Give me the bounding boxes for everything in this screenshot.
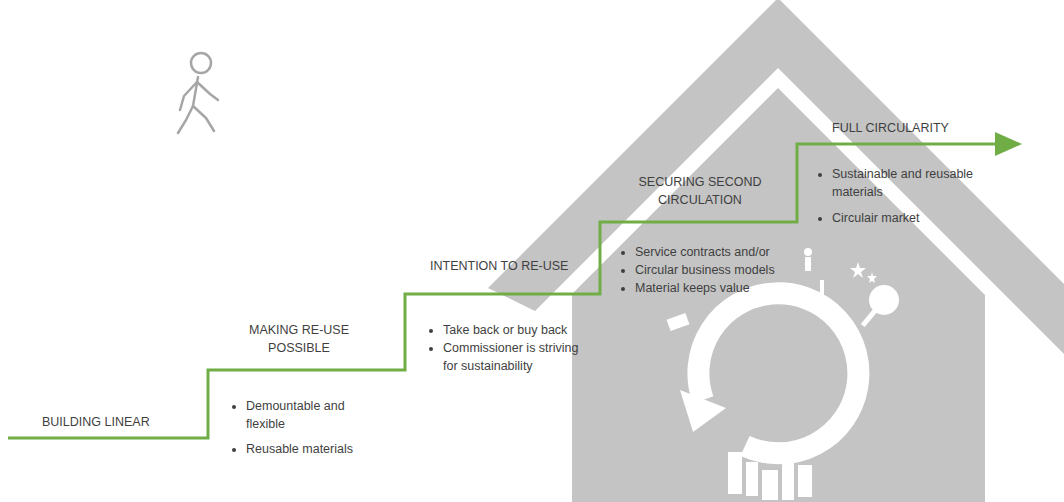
house-body: [572, 88, 985, 502]
stage-heading: MAKING RE-USE POSSIBLE: [229, 321, 369, 357]
bullet-item: Commissioner is striving for sustainabil…: [443, 339, 591, 375]
building-icon: [782, 455, 794, 500]
stage-heading: FULL CIRCULARITY: [832, 119, 1002, 137]
staircase-arrowhead: [995, 132, 1022, 156]
figure-icon: [805, 257, 811, 271]
cycle-ring: [698, 293, 858, 453]
bullet-item: Service contracts and/or: [635, 243, 795, 261]
star-icon: [867, 272, 877, 283]
bullet-item: Sustainable and reusable materials: [832, 165, 982, 201]
stage-heading: SECURING SECOND CIRCULATION: [625, 173, 775, 209]
bullet-item: Demountable and flexible: [246, 397, 364, 433]
building-icon: [728, 452, 742, 494]
stage-heading: INTENTION TO RE-USE: [430, 257, 590, 275]
staircase-line: [8, 144, 998, 438]
building-icon: [762, 470, 778, 500]
cycle-arrowhead: [680, 390, 726, 432]
building-icon: [746, 462, 758, 496]
lamp-icon: [820, 280, 824, 306]
tree-trunk: [861, 307, 879, 327]
building-icon: [798, 465, 812, 497]
bullet-item: Material keeps value: [635, 279, 795, 297]
bullet-item: Take back or buy back: [443, 321, 591, 339]
stage-heading: BUILDING LINEAR: [42, 413, 192, 431]
walking-person-icon: [178, 53, 218, 133]
figure-icon: [804, 248, 812, 256]
cart-icon: [667, 313, 690, 331]
bullet-item: Reusable materials: [246, 440, 364, 458]
bullet-item: Circulair market: [832, 209, 982, 227]
star-icon: [850, 262, 866, 278]
bullet-item: Circular business models: [635, 261, 795, 279]
